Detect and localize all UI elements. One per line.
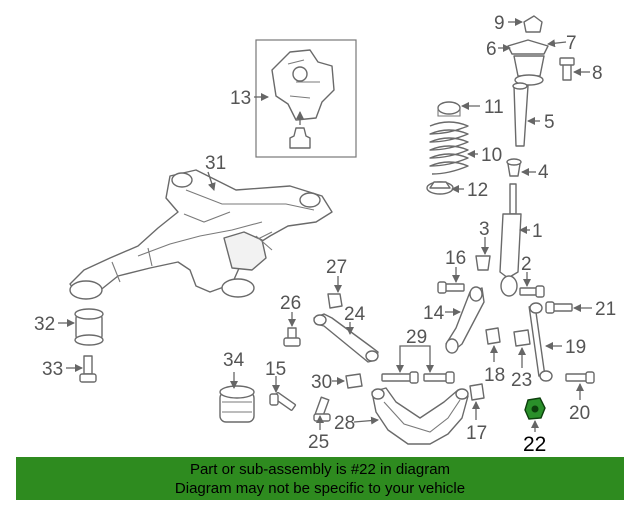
callout-28: 28 — [334, 413, 355, 434]
subframe-bolt — [79, 355, 97, 383]
stabilizer-link — [528, 302, 595, 384]
callout-10: 10 — [481, 145, 502, 166]
callout-6: 6 — [486, 39, 497, 60]
suspension-parts-diagram: 1 2 3 4 5 6 7 8 9 10 11 12 13 14 15 16 1… — [34, 13, 616, 455]
callout-3: 3 — [479, 219, 490, 240]
callout-11: 11 — [484, 97, 504, 118]
callout-15: 15 — [265, 359, 286, 380]
callout-33: 33 — [42, 359, 63, 380]
rear-subframe — [69, 169, 333, 300]
callout-27: 27 — [326, 257, 347, 278]
callout-5: 5 — [544, 112, 555, 133]
lower-arm-hardware — [345, 371, 455, 389]
callout-25: 25 — [308, 432, 329, 453]
callout-19: 19 — [565, 337, 586, 358]
callout-34: 34 — [223, 350, 245, 371]
toe-bolts — [269, 391, 331, 422]
part-info-banner: Part or sub-assembly is #22 in diagram D… — [16, 457, 624, 500]
knuckle-inset — [255, 39, 357, 158]
misc-bushings — [469, 327, 531, 401]
callout-18: 18 — [484, 365, 505, 386]
callout-20: 20 — [569, 403, 590, 424]
callout-31: 31 — [205, 153, 226, 174]
banner-line-1: Part or sub-assembly is #22 in diagram — [189, 460, 451, 478]
callout-labels: 1 2 3 4 5 6 7 8 9 10 11 12 13 14 15 16 1… — [34, 13, 616, 455]
part-22-highlight[interactable] — [524, 397, 546, 420]
callout-16: 16 — [445, 248, 466, 269]
callout-21: 21 — [595, 299, 616, 320]
callout-14: 14 — [423, 303, 445, 324]
banner-line-2: Diagram may not be specific to your vehi… — [174, 479, 466, 497]
lower-control-arm — [371, 387, 469, 445]
lateral-link — [313, 313, 379, 363]
strut-assembly — [499, 15, 575, 297]
upper-control-link — [445, 286, 485, 354]
subframe-bushing — [74, 308, 104, 346]
callout-23: 23 — [511, 370, 532, 391]
callout-8: 8 — [592, 63, 603, 84]
callout-32: 32 — [34, 314, 55, 335]
link-hardware — [283, 293, 343, 347]
large-bushing — [219, 385, 255, 423]
callout-29: 29 — [406, 327, 427, 348]
callout-2: 2 — [521, 254, 532, 275]
callout-9: 9 — [494, 13, 505, 34]
callout-13: 13 — [230, 88, 251, 109]
callout-24: 24 — [344, 304, 366, 325]
callout-22[interactable]: 22 — [523, 433, 546, 455]
callout-30: 30 — [311, 372, 332, 393]
coil-spring — [426, 101, 469, 195]
callout-17: 17 — [466, 423, 487, 444]
callout-1: 1 — [532, 221, 543, 242]
callout-26: 26 — [280, 293, 301, 314]
callout-7: 7 — [566, 33, 577, 54]
leader-lines — [58, 18, 592, 432]
callout-4: 4 — [538, 162, 549, 183]
upper-hardware — [437, 255, 573, 314]
callout-12: 12 — [467, 180, 488, 201]
